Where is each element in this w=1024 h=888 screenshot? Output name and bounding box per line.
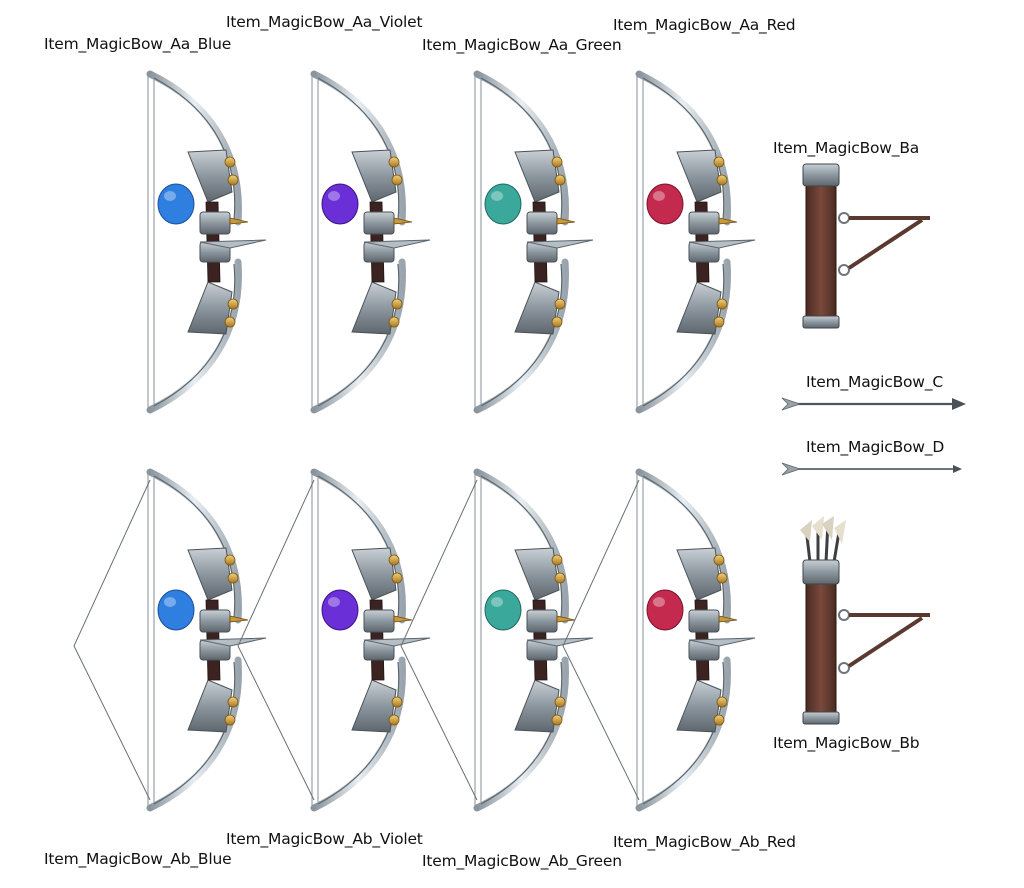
- bow-ab-red: [562, 470, 755, 810]
- label-c: Item_MagicBow_C: [806, 373, 943, 391]
- quiver-bb: [800, 516, 930, 725]
- label-ba: Item_MagicBow_Ba: [773, 139, 920, 157]
- label-ab-blue: Item_MagicBow_Ab_Blue: [44, 850, 232, 868]
- label-ab-violet: Item_MagicBow_Ab_Violet: [226, 830, 423, 848]
- label-aa-red: Item_MagicBow_Aa_Red: [613, 16, 796, 34]
- label-ab-green: Item_MagicBow_Ab_Green: [422, 852, 622, 870]
- quiver-ba: [802, 163, 930, 329]
- bow-ab-blue: [73, 470, 266, 810]
- label-aa-violet: Item_MagicBow_Aa_Violet: [226, 13, 423, 31]
- bow-ab-green: [400, 470, 593, 810]
- bow-aa-violet: [312, 72, 430, 412]
- bow-aa-blue: [148, 72, 266, 412]
- label-ab-red: Item_MagicBow_Ab_Red: [613, 833, 796, 851]
- label-bb: Item_MagicBow_Bb: [773, 734, 920, 752]
- bow-aa-red: [637, 72, 755, 412]
- label-aa-blue: Item_MagicBow_Aa_Blue: [44, 35, 232, 53]
- label-d: Item_MagicBow_D: [806, 438, 945, 456]
- bow-ab-violet: [237, 470, 430, 810]
- bow-aa-green: [475, 72, 593, 412]
- arrow-c: [781, 397, 966, 411]
- arrow-d: [781, 462, 962, 476]
- label-aa-green: Item_MagicBow_Aa_Green: [422, 36, 622, 54]
